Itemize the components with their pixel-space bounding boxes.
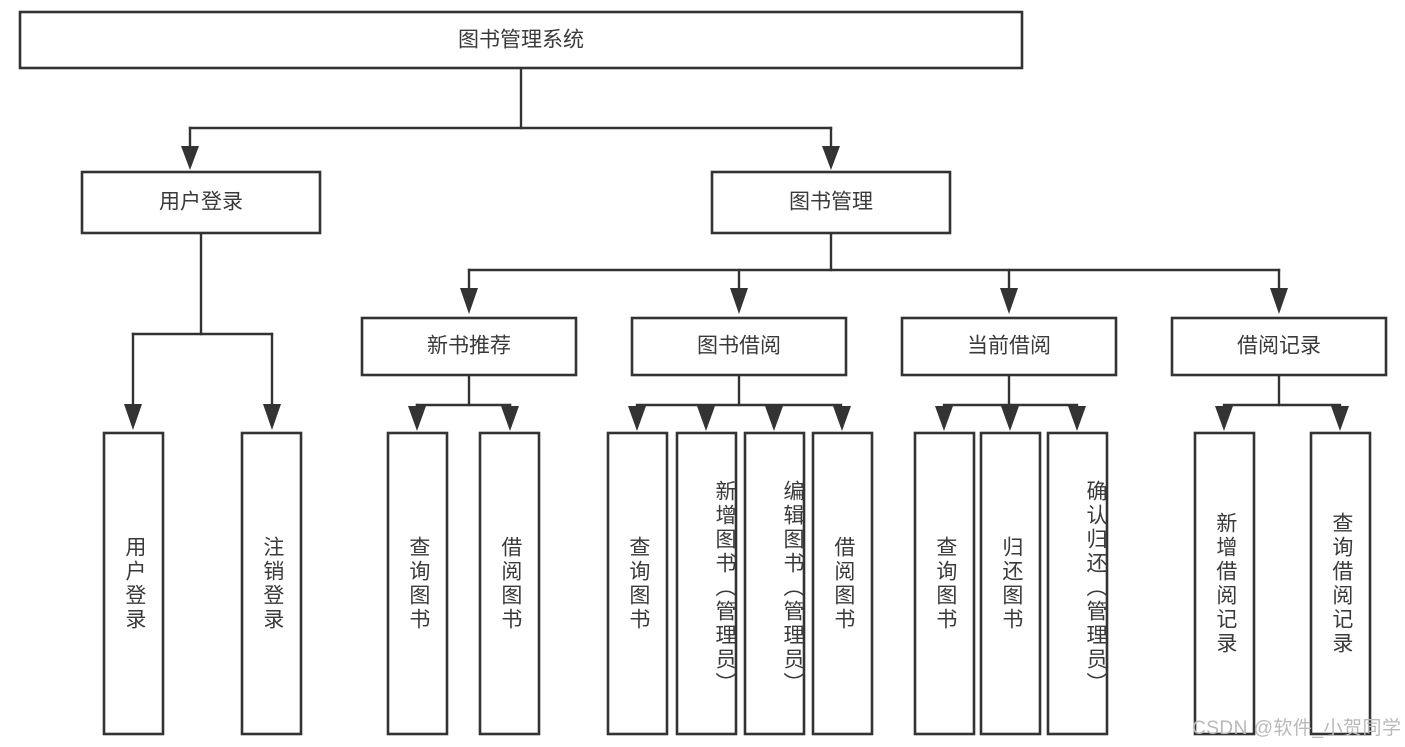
arrow-leaf-nb-1: [408, 406, 426, 431]
arrow-leaf-user-login-2: [263, 404, 281, 430]
leaf-box-book-borrow-4[interactable]: [811, 431, 874, 736]
node-borrow-record-box[interactable]: [1170, 316, 1388, 377]
connector-group-root: [181, 66, 840, 170]
node-root[interactable]: 图书管理系统: [18, 10, 1024, 70]
leaf-box-book-borrow-1[interactable]: [606, 431, 669, 736]
connector-group-current-borrow: [935, 373, 1086, 431]
arrow-leaf-bb-2: [697, 406, 715, 431]
arrow-leaf-user-login-1: [124, 404, 142, 430]
leaf-box-book-borrow-3[interactable]: [743, 431, 806, 736]
leaf-box-user-login-2[interactable]: [240, 431, 303, 736]
connector-group-new-book: [408, 373, 519, 431]
node-new-book-recommend-label: 新书推荐: [427, 335, 511, 358]
leaf-box-borrow-record-2[interactable]: [1309, 431, 1372, 736]
leaf-box-current-borrow-1[interactable]: [913, 431, 976, 736]
arrow-to-current-borrow: [1000, 288, 1018, 314]
arrow-leaf-cb-2: [1001, 406, 1019, 431]
node-book-borrow-box[interactable]: [630, 316, 848, 377]
connector-group-borrow-record: [1215, 373, 1349, 431]
arrow-leaf-bb-1: [628, 406, 646, 431]
arrow-leaf-bb-4: [833, 406, 851, 431]
arrow-leaf-bb-3: [765, 406, 783, 431]
arrow-to-user-login: [181, 146, 199, 170]
arrow-leaf-nb-2: [501, 406, 519, 431]
arrow-to-book-borrow: [730, 288, 748, 314]
connector-group-user-login: [124, 231, 281, 430]
arrow-to-book-mgmt: [822, 146, 840, 170]
node-current-borrow[interactable]: 当前借阅: [900, 316, 1118, 377]
arrow-leaf-cb-1: [935, 406, 953, 431]
node-root-label: 图书管理系统: [458, 29, 584, 52]
leaf-box-borrow-record-1[interactable]: [1193, 431, 1256, 736]
leaf-box-user-login-1[interactable]: [102, 431, 165, 736]
node-current-borrow-label: 当前借阅: [967, 335, 1051, 358]
arrow-to-new-book: [460, 288, 478, 314]
node-new-book-recommend[interactable]: 新书推荐: [360, 316, 578, 377]
csdn-watermark: CSDN @软件_小贺同学: [1192, 718, 1402, 739]
node-book-borrow-label: 图书借阅: [697, 335, 781, 358]
leaf-box-current-borrow-2[interactable]: [979, 431, 1042, 736]
node-book-borrow[interactable]: 图书借阅: [630, 316, 848, 377]
node-user-login[interactable]: 用户登录: [80, 170, 322, 235]
node-root-box[interactable]: [18, 10, 1024, 70]
arrow-leaf-br-1: [1215, 406, 1233, 431]
connector-group-book-mgmt: [460, 231, 1288, 314]
leaf-box-new-book-1[interactable]: [386, 431, 449, 736]
arrow-leaf-cb-3: [1068, 406, 1086, 431]
arrow-leaf-br-2: [1331, 406, 1349, 431]
node-user-login-box[interactable]: [80, 170, 322, 235]
node-borrow-record[interactable]: 借阅记录: [1170, 316, 1388, 377]
node-book-management[interactable]: 图书管理: [710, 170, 952, 235]
leaf-box-new-book-2[interactable]: [478, 431, 541, 736]
node-book-management-box[interactable]: [710, 170, 952, 235]
node-borrow-record-label: 借阅记录: [1237, 335, 1321, 358]
node-book-management-label: 图书管理: [789, 191, 873, 214]
node-user-login-label: 用户登录: [159, 191, 243, 214]
connector-group-book-borrow: [628, 373, 851, 431]
leaf-box-book-borrow-2[interactable]: [675, 431, 738, 736]
arrow-to-borrow-record: [1270, 288, 1288, 314]
node-new-book-recommend-box[interactable]: [360, 316, 578, 377]
leaf-box-current-borrow-3[interactable]: [1046, 431, 1109, 736]
node-current-borrow-box[interactable]: [900, 316, 1118, 377]
